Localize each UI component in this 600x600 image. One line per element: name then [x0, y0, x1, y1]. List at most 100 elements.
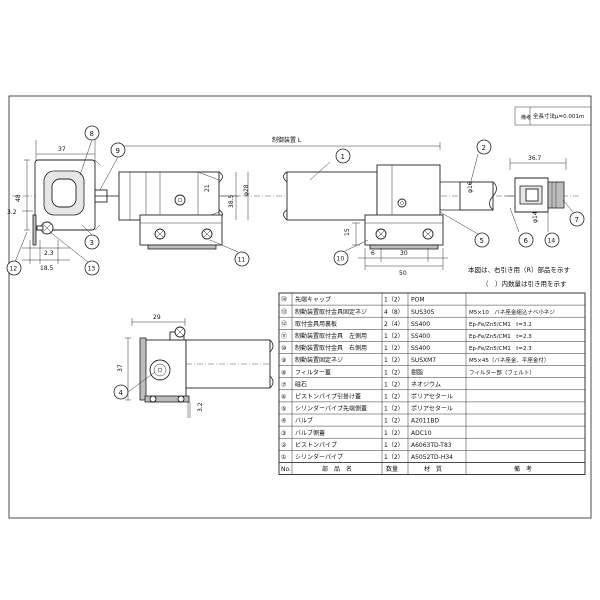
bom-cell-material: SUS305 [411, 309, 435, 316]
balloon-13 [84, 260, 100, 276]
dim-6: 6 [371, 250, 375, 257]
bom-cell-remark: Ep-Fe/Zn5/CM1 t=2.3 [469, 334, 532, 340]
bom-header-qty: 数量 [386, 465, 398, 473]
svg-text:9: 9 [116, 147, 120, 155]
bom-cell-name: シリンダーパイプ先端側蓋 [295, 405, 367, 413]
dim-21: 21 [204, 184, 211, 192]
bom-cell-remark: M5×10 バネ座金組込ナベ小ネジ [469, 308, 555, 316]
bom-frame [278, 292, 586, 475]
dim-18-5: 18.5 [40, 265, 54, 272]
bom-cell-no: ⑬ [281, 308, 287, 316]
note-1: 本図は、右引き用（R）部品を示す [468, 265, 571, 274]
bom-cell-material: SUSXM7 [411, 357, 436, 364]
piston-pipe [459, 181, 494, 211]
dim-30: 30 [400, 250, 408, 257]
bom-cell-no: ⑪ [281, 332, 287, 340]
bom-cell-name: バルブ側蓋 [295, 429, 325, 437]
balloon-7 [569, 211, 585, 227]
balloon-9 [110, 142, 126, 158]
dim-48: 48 [15, 194, 22, 202]
bom-cell-material: SS400 [411, 333, 430, 340]
bom-cell-no: ⑤ [281, 406, 286, 413]
drawing-frame [8, 95, 592, 519]
bom-cell-qty: 2（4） [384, 321, 404, 328]
balloon-8 [84, 125, 100, 141]
bom-cell-qty: 1（2） [384, 430, 404, 437]
bom-cell-name: シリンダーパイプ [295, 453, 343, 461]
bom-cell-qty: 1（2） [384, 454, 404, 461]
dim-38-5: 38.5 [228, 194, 235, 208]
bom-cell-name: ピストンパイプ引掛け蓋 [295, 393, 361, 401]
balloon-2 [476, 139, 492, 155]
svg-text:10: 10 [337, 256, 345, 263]
bom-cell-material: POM [411, 297, 425, 304]
svg-text:1: 1 [341, 153, 345, 161]
bom-cell-name: フィルター蓋 [295, 368, 331, 376]
dim-15: 15 [344, 228, 351, 236]
svg-text:4: 4 [119, 389, 124, 397]
right-end-view: 36.7 φ14 [505, 155, 567, 223]
bom-cell-remark: フィルター部（フェルト） [469, 368, 535, 376]
svg-text:2: 2 [482, 144, 486, 152]
back-plate [32, 214, 37, 246]
bom-cell-no: ⑨ [281, 357, 286, 364]
bom-cell-remark: Ep-Fe/Zn5/CM1 t=3.2 [469, 322, 532, 328]
dim-phi-16: φ16 [467, 181, 474, 193]
bom-cell-no: ⑦ [281, 381, 287, 388]
dim-control-length: 制御装置 L [272, 136, 302, 144]
bom-cell-no: ⑧ [281, 369, 286, 376]
bom-cell-no: ⑥ [281, 394, 286, 401]
bom-cell-qty: 4（8） [384, 309, 404, 316]
bom-header-material: 材 質 [424, 465, 442, 473]
note-2: （ ）内数量は引き用を示す [482, 279, 567, 288]
bom-cell-name: 制動装置取付金具固定ネジ [295, 308, 367, 316]
dim-phi-28: φ28 [243, 184, 250, 196]
bom-cell-qty: 1（2） [384, 357, 404, 364]
dim-3-2-small: 3.2 [197, 402, 204, 412]
bom-cell-no: ⑫ [281, 320, 287, 328]
right-bracket: 15 6 30 50 [344, 214, 448, 277]
bom-cell-no: ④ [281, 418, 286, 425]
bom-cell-name: バルブ [295, 417, 313, 425]
balloons: 8 9 3 12 13 1 2 5 6 14 7 11 [6, 125, 585, 276]
bom-cell-no: ② [281, 442, 287, 449]
balloon-6 [518, 232, 534, 248]
detail-view: 29 37 3.2 4 [113, 314, 274, 418]
svg-text:5: 5 [480, 237, 484, 245]
main-elevation: 制御装置 L 21 φ28 38.5 φ16 [118, 136, 497, 221]
bom-cell-remark: M5×45（バネ座金、平座金付） [469, 356, 549, 364]
bom-cell-material: SS400 [411, 345, 430, 352]
svg-text:3: 3 [90, 239, 94, 247]
svg-text:12: 12 [10, 266, 18, 273]
bom-cell-qty: 1（2） [384, 369, 404, 376]
bom-cell-qty: 1（2） [384, 406, 404, 413]
title-strip [514, 106, 592, 126]
bom-cell-no: ③ [281, 430, 286, 437]
bom-cell-no: ⑭ [281, 296, 287, 304]
balloon-1 [335, 148, 351, 164]
bom-cell-qty: 1（2） [384, 297, 404, 304]
bom-cell-material: A5052TD-H34 [411, 454, 453, 461]
bom-cell-name: ピストンパイプ [295, 442, 337, 449]
bom-cell-material: ネオジウム [411, 380, 441, 388]
side-label: 備考 [521, 114, 531, 121]
balloon-12 [6, 260, 22, 276]
dim-phi-14: φ14 [532, 211, 539, 223]
bom-cell-qty: 1（2） [384, 442, 404, 449]
svg-text:6: 6 [524, 237, 529, 245]
bom-cell-qty: 1（2） [384, 418, 404, 425]
bom-cell-material: SS400 [411, 321, 430, 328]
bom-cell-name: 制動装置固定ネジ [295, 356, 343, 364]
dim-50: 50 [399, 270, 407, 277]
bom-cell-name: 制動装置取付金具 左側用 [295, 332, 367, 340]
bom-cell-no: ① [281, 454, 286, 461]
balloon-14 [544, 232, 560, 248]
bom-cell-material: ポリアセタール [411, 405, 453, 413]
dim-3-2-left: 3.2 [7, 209, 17, 216]
left-tube-segment [118, 171, 220, 221]
dim-37-left: 37 [58, 146, 66, 153]
bom-cell-qty: 1（2） [384, 381, 404, 388]
left-bracket [139, 214, 223, 250]
